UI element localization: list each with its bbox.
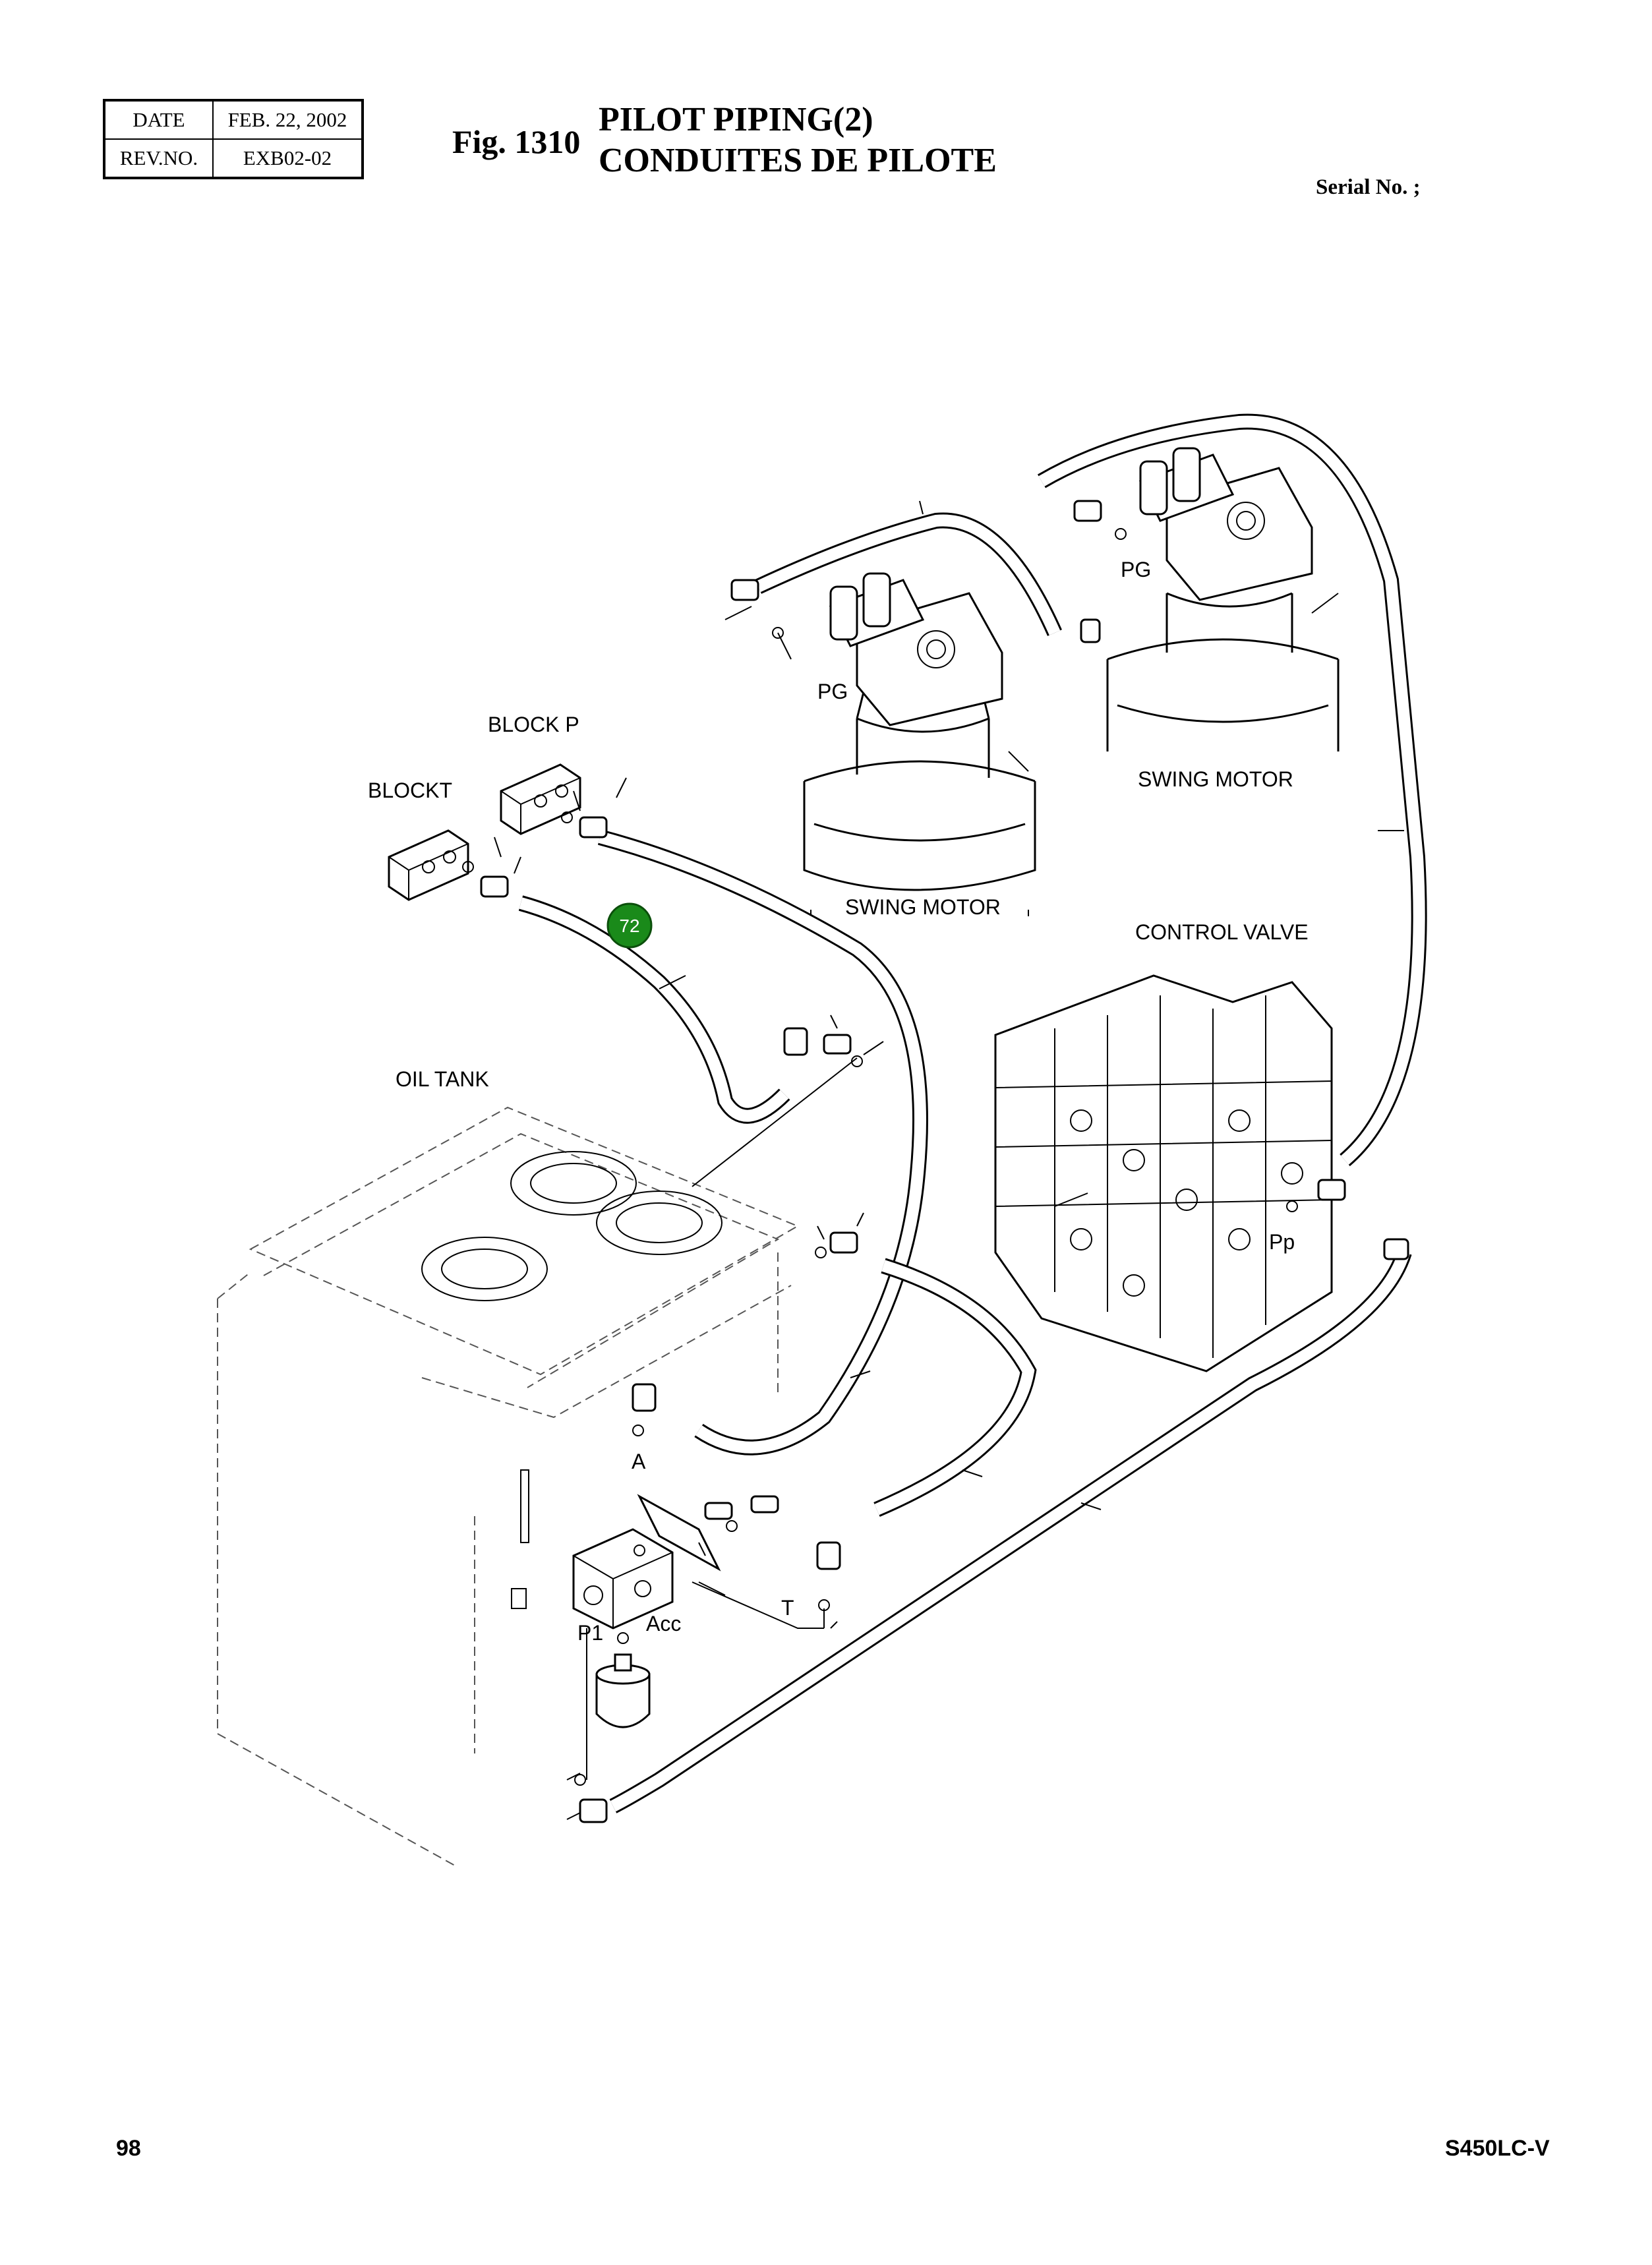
date-value: FEB. 22, 2002 [212, 100, 363, 140]
leader-lines [494, 500, 1404, 1820]
swing-motor-left [803, 572, 1036, 916]
label-pp: Pp [1269, 1230, 1295, 1254]
label-control-valve: CONTROL VALVE [1135, 920, 1309, 944]
label-oil-tank: OIL TANK [396, 1067, 489, 1091]
label-pg-right: PG [1121, 558, 1151, 581]
model-number: S450LC-V [1445, 2136, 1550, 2161]
label-block-p: BLOCK P [488, 713, 579, 736]
rev-label: REV.NO. [103, 138, 214, 179]
title-french: CONDUITES DE PILOTE [599, 142, 997, 179]
revision-info-table: DATE FEB. 22, 2002 REV.NO. EXB02-02 [103, 99, 364, 179]
label-pg-left: PG [817, 680, 848, 703]
label-swing-motor-left: SWING MOTOR [845, 895, 1001, 919]
control-valve [994, 974, 1333, 1372]
accumulator-assembly [572, 1494, 721, 1728]
rev-value: EXB02-02 [212, 138, 363, 179]
callout-number: 72 [619, 916, 639, 936]
page-number: 98 [116, 2136, 141, 2161]
callout-72[interactable]: 72 [606, 902, 653, 949]
label-acc: Acc [646, 1612, 681, 1635]
oil-tank [217, 1106, 800, 1866]
label-swing-motor-right: SWING MOTOR [1138, 767, 1293, 791]
fittings [462, 500, 1409, 1823]
label-a: A [632, 1450, 646, 1473]
label-p1: P1 [577, 1621, 603, 1645]
date-label: DATE [103, 100, 214, 140]
label-block-t: BLOCKT [368, 779, 452, 802]
serial-number: Serial No. ; [1316, 175, 1421, 199]
block-t [388, 829, 469, 901]
component-labels: PG PG BLOCK P BLOCKT SWING MOTOR SWING M… [368, 558, 1309, 1645]
hoses [518, 413, 1427, 1813]
block-p [500, 763, 581, 835]
swing-motor-right [1106, 447, 1340, 751]
label-t: T [781, 1596, 794, 1620]
callout-circle[interactable] [606, 902, 653, 949]
title-english: PILOT PIPING(2) [599, 101, 873, 138]
figure-number: Fig. 1310 [452, 123, 581, 160]
